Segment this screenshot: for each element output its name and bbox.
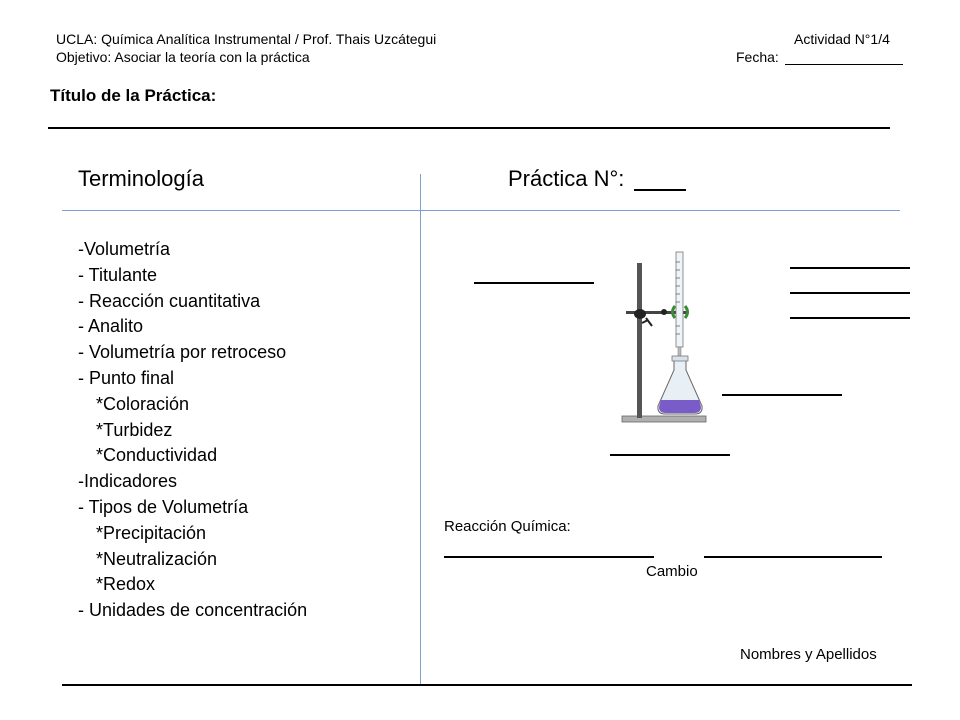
label-blank[interactable]: [610, 454, 730, 456]
practice-title-blank[interactable]: [48, 127, 890, 129]
term-item: -Volumetría: [78, 239, 171, 259]
names-blank[interactable]: [62, 684, 912, 686]
terminology-heading: Terminología: [78, 166, 204, 191]
course-header: UCLA: Química Analítica Instrumental / P…: [56, 31, 437, 47]
term-item: *Redox: [96, 574, 156, 595]
practice-number-label: Práctica N°:: [508, 166, 625, 191]
term-item: - Unidades de concentración: [78, 600, 308, 621]
term-item: *Neutralización: [96, 548, 218, 569]
horizontal-divider: [62, 210, 900, 211]
vertical-divider: [420, 174, 421, 684]
activity-number: Actividad N°1/4: [794, 31, 890, 47]
practice-title-label: Título de la Práctica:: [50, 86, 217, 105]
term-item: - Punto final: [78, 367, 175, 388]
label-blank[interactable]: [790, 317, 910, 319]
label-blank[interactable]: [790, 292, 910, 294]
terminology-list: -Volumetría - Titulante - Reacción cuant…: [78, 237, 307, 624]
term-item: - Volumetría por retroceso: [78, 342, 287, 363]
label-blank[interactable]: [474, 282, 594, 284]
titration-apparatus-illustration: [621, 251, 707, 423]
reaction-blank[interactable]: [704, 556, 882, 558]
date-blank[interactable]: [785, 64, 903, 65]
term-item: *Conductividad: [96, 445, 218, 466]
term-item: - Analito: [78, 316, 144, 337]
term-item: -Indicadores: [78, 471, 178, 492]
reaction-label: Reacción Química:: [444, 518, 571, 535]
term-item: *Coloración: [96, 393, 190, 414]
reaction-blank[interactable]: [444, 556, 654, 558]
change-label: Cambio: [646, 563, 698, 580]
label-blank[interactable]: [790, 267, 910, 269]
label-blank[interactable]: [722, 394, 842, 396]
term-item: *Turbidez: [96, 419, 173, 440]
term-item: - Tipos de Volumetría: [78, 496, 249, 517]
term-item: - Reacción cuantitativa: [78, 290, 261, 311]
term-item: *Precipitación: [96, 522, 207, 543]
names-label: Nombres y Apellidos: [740, 646, 877, 663]
objective-text: Objetivo: Asociar la teoría con la práct…: [56, 49, 310, 65]
date-label: Fecha:: [736, 49, 779, 65]
practice-number-blank[interactable]: [634, 189, 686, 191]
term-item: - Titulante: [78, 264, 158, 285]
